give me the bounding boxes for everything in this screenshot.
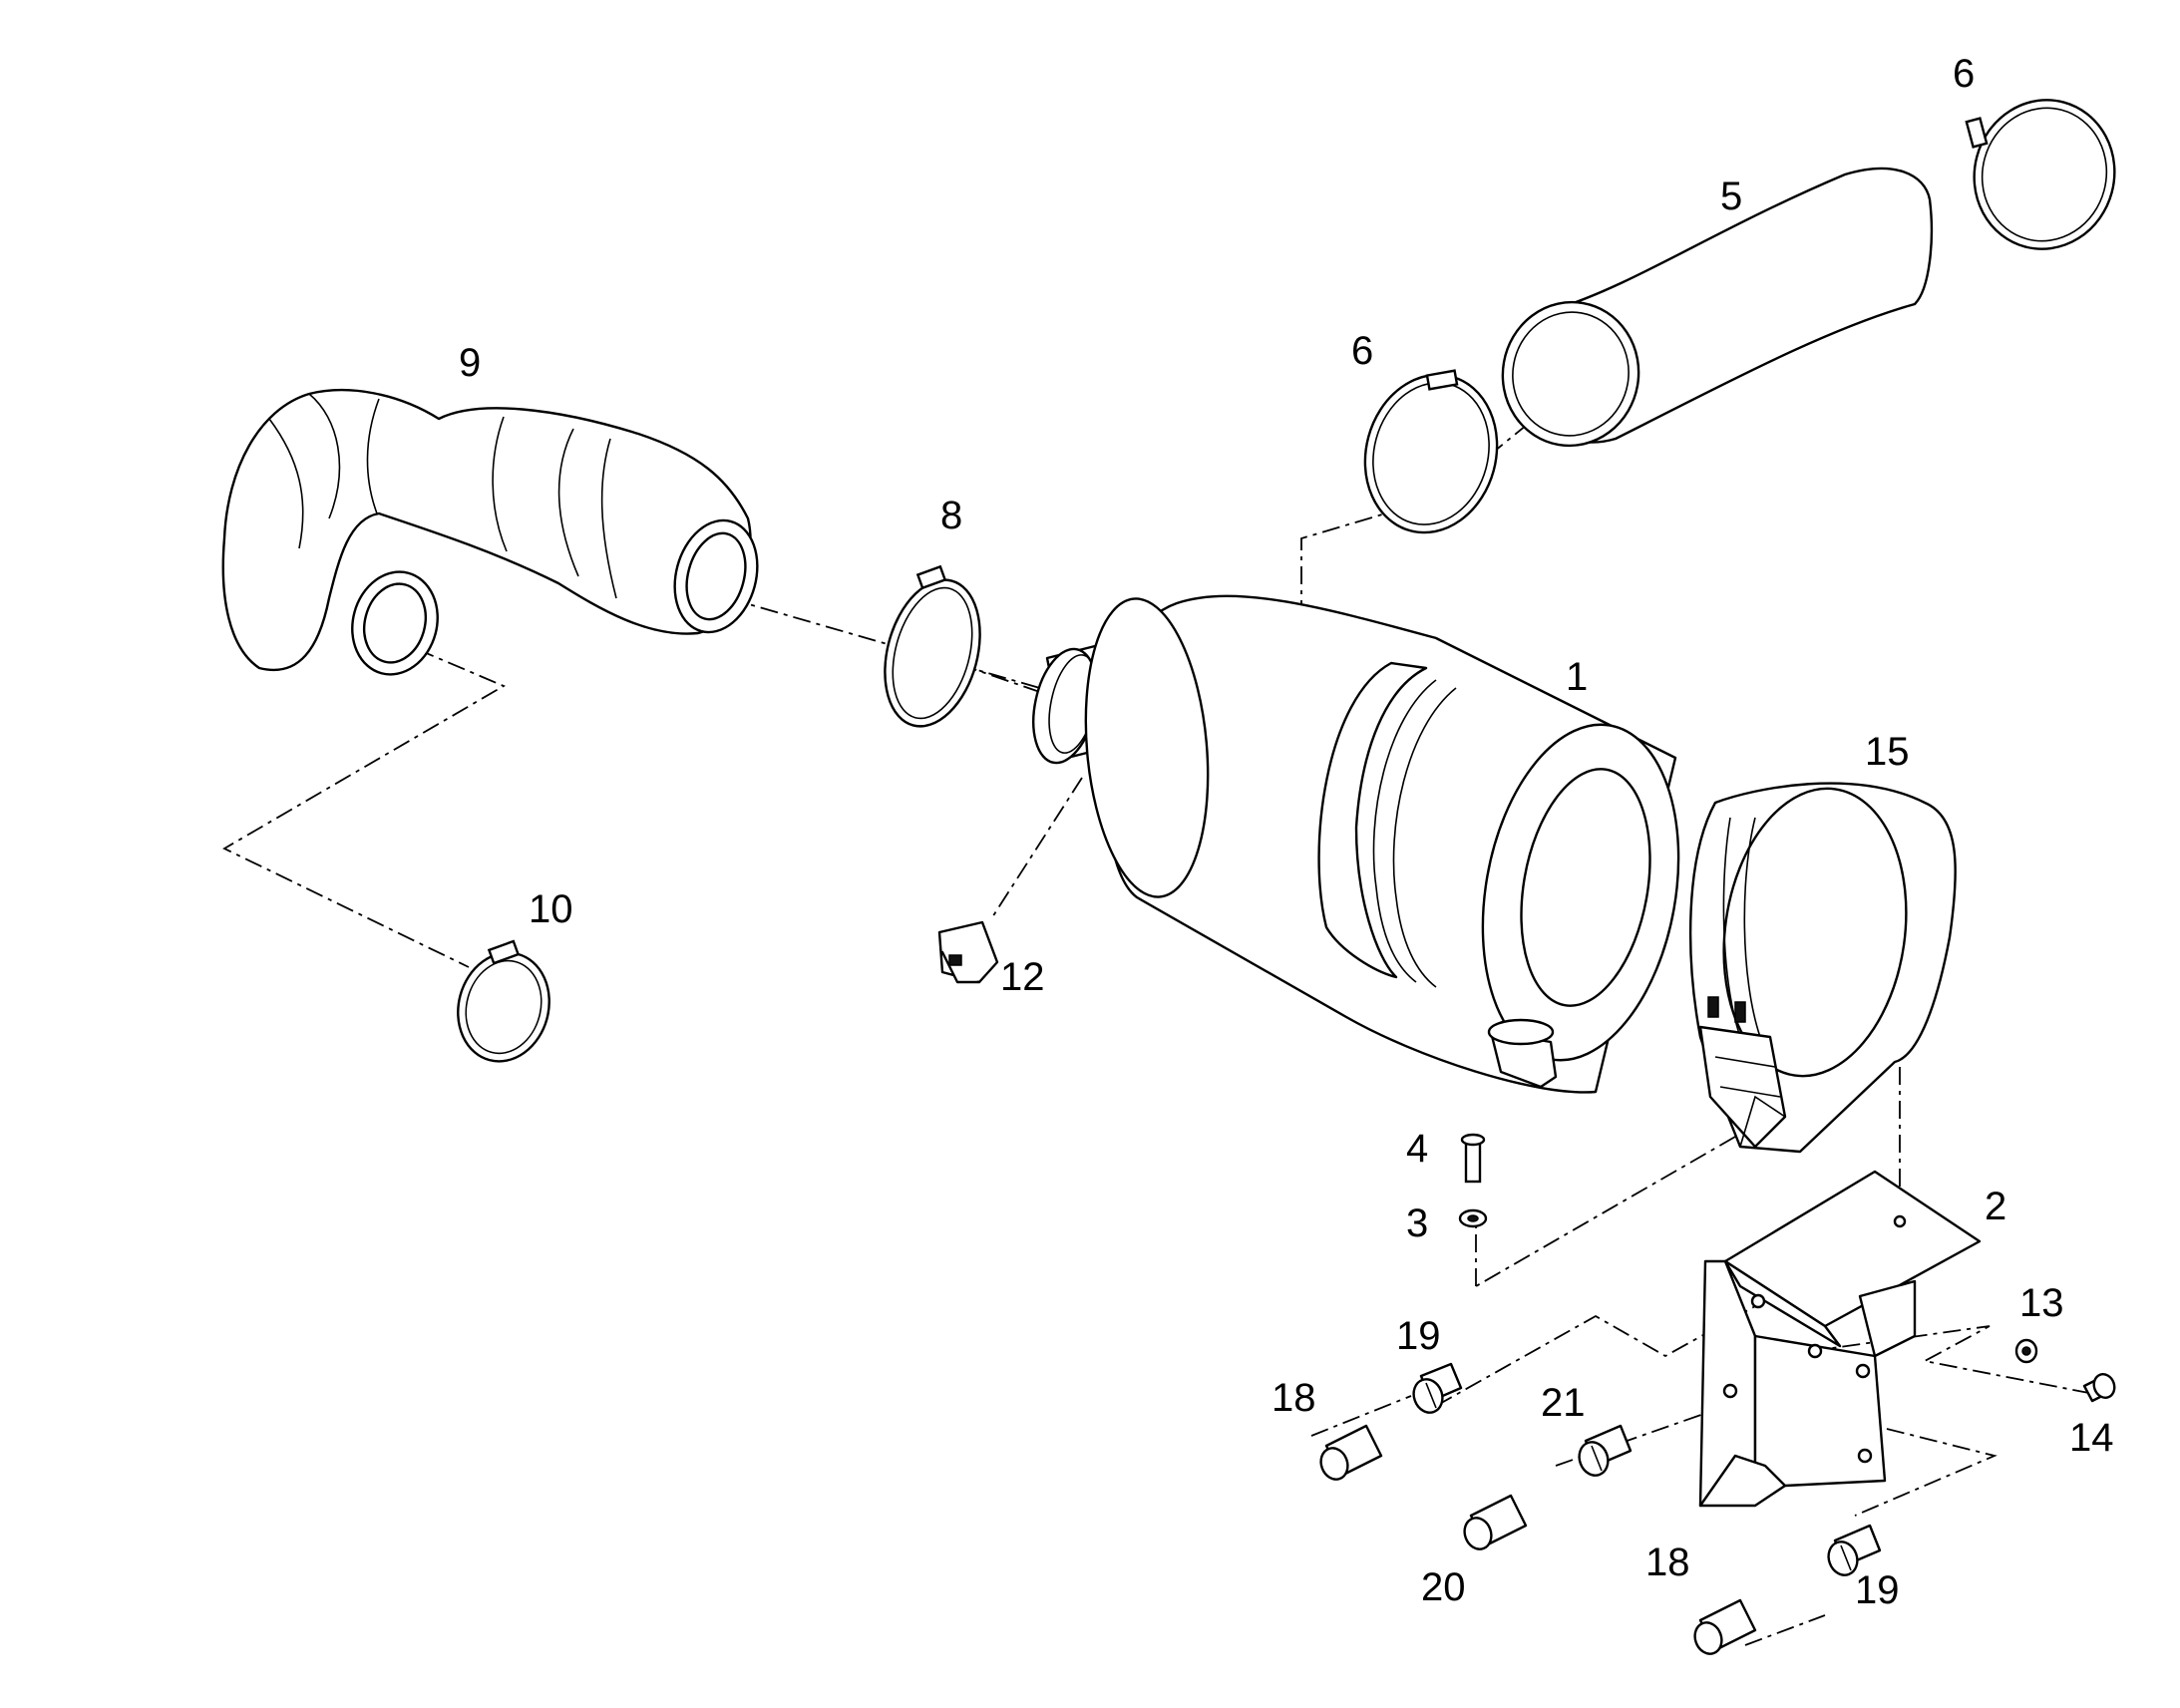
fitting-18-right — [1693, 1598, 1757, 1655]
air-filter-1 — [1032, 594, 1680, 1094]
callout-19-upper: 19 — [1396, 1314, 1441, 1358]
callout-14: 14 — [2069, 1416, 2114, 1460]
hose-9 — [221, 388, 759, 676]
callout-1: 1 — [1566, 655, 1588, 699]
clamp-6-lower — [1363, 369, 1499, 534]
callout-9: 9 — [459, 341, 481, 385]
sensor-12 — [937, 920, 999, 984]
callout-12: 12 — [1000, 955, 1045, 999]
bolt-4 — [1460, 1133, 1486, 1184]
callout-18-left: 18 — [1272, 1376, 1316, 1420]
callout-18-right: 18 — [1645, 1540, 1690, 1584]
callout-2: 2 — [1985, 1185, 2006, 1228]
callout-20: 20 — [1421, 1565, 1466, 1609]
clamp-8 — [884, 564, 981, 728]
fitting-21 — [1578, 1424, 1633, 1477]
callout-labels: 1 2 3 4 5 6 6 8 9 10 12 13 14 15 18 18 1… — [459, 52, 2114, 1612]
fitting-20 — [1463, 1494, 1528, 1550]
callout-6-lower: 6 — [1351, 329, 1373, 373]
callout-4: 4 — [1406, 1127, 1428, 1171]
callout-21: 21 — [1541, 1381, 1586, 1425]
callout-13: 13 — [2019, 1281, 2064, 1325]
fitting-18-left — [1319, 1424, 1383, 1481]
callout-10: 10 — [529, 887, 573, 931]
strap-bracket-15 — [1688, 782, 1957, 1154]
hose-5 — [1501, 167, 1934, 448]
callout-3: 3 — [1406, 1201, 1428, 1245]
screw-14 — [2082, 1373, 2116, 1403]
washer-13 — [2014, 1338, 2038, 1364]
callout-19-lower: 19 — [1855, 1568, 1900, 1612]
clamp-10 — [457, 939, 550, 1063]
callout-8: 8 — [940, 494, 962, 537]
callout-5: 5 — [1720, 174, 1742, 218]
callout-15: 15 — [1865, 730, 1910, 774]
washer-3 — [1458, 1208, 1488, 1228]
mount-bracket-2 — [1698, 1170, 1982, 1508]
clamp-6-upper — [1965, 99, 2116, 250]
fitting-19-upper — [1412, 1362, 1463, 1414]
callout-6-upper: 6 — [1953, 52, 1975, 96]
fitting-19-lower — [1827, 1524, 1882, 1576]
